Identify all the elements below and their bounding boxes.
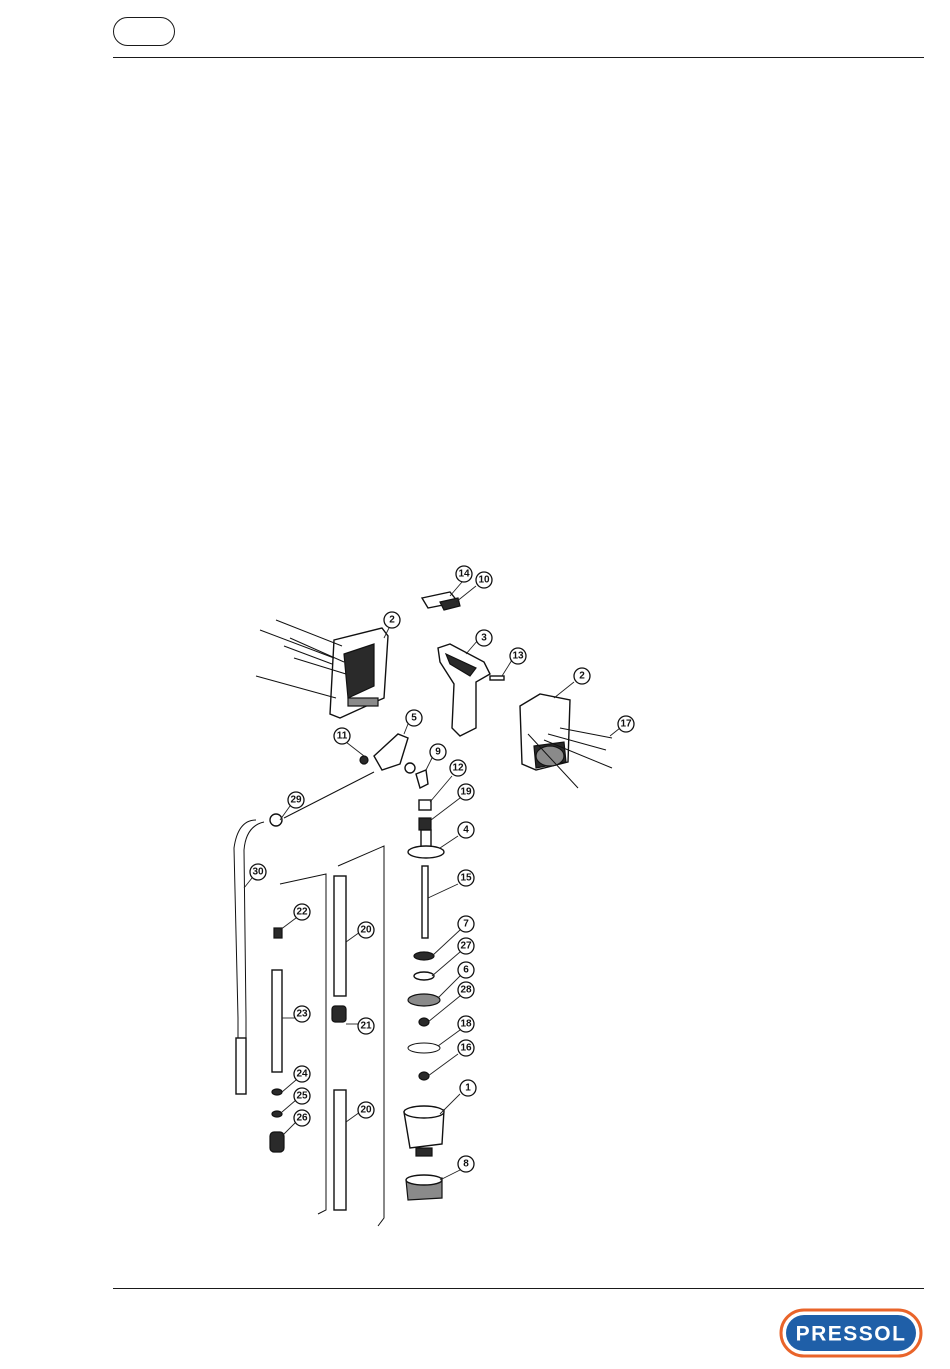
svg-text:29: 29	[290, 795, 302, 806]
callout-29: 29	[288, 792, 304, 808]
svg-text:18: 18	[460, 1019, 472, 1030]
callout-14: 14	[456, 566, 472, 582]
pressol-logo: PRESSOL	[779, 1308, 923, 1358]
callout-19: 19	[458, 784, 474, 800]
svg-text:19: 19	[460, 787, 472, 798]
callout-8: 8	[458, 1156, 474, 1172]
svg-text:13: 13	[512, 651, 524, 662]
svg-text:30: 30	[252, 867, 264, 878]
svg-text:24: 24	[296, 1069, 308, 1080]
callout-2b: 2	[574, 668, 590, 684]
callout-4: 4	[458, 822, 474, 838]
svg-text:4: 4	[463, 825, 469, 836]
svg-text:5: 5	[411, 713, 417, 724]
callout-22: 22	[294, 904, 310, 920]
svg-text:25: 25	[296, 1091, 308, 1102]
callout-17: 17	[618, 716, 634, 732]
callout-15: 15	[458, 870, 474, 886]
svg-text:3: 3	[481, 633, 487, 644]
callout-9: 9	[430, 744, 446, 760]
svg-text:10: 10	[478, 575, 490, 586]
svg-text:1: 1	[465, 1083, 471, 1094]
callout-18: 18	[458, 1016, 474, 1032]
svg-text:21: 21	[360, 1021, 372, 1032]
footer-rule	[113, 1288, 924, 1289]
exploded-parts-diagram: 1 2 2 3 4 5 6 7 8 9 10 11 12 13 14 15 16…	[214, 558, 648, 1232]
callout-24: 24	[294, 1066, 310, 1082]
callout-12: 12	[450, 760, 466, 776]
svg-text:12: 12	[452, 763, 464, 774]
svg-text:14: 14	[458, 569, 470, 580]
svg-text:8: 8	[463, 1159, 469, 1170]
callout-6: 6	[458, 962, 474, 978]
svg-text:2: 2	[579, 671, 585, 682]
logo-text: PRESSOL	[796, 1323, 907, 1346]
header-rule	[113, 57, 924, 58]
svg-text:20: 20	[360, 925, 372, 936]
svg-text:11: 11	[337, 731, 348, 742]
svg-text:16: 16	[460, 1043, 472, 1054]
callout-21: 21	[358, 1018, 374, 1034]
pump-parts-drawing	[234, 592, 612, 1226]
callout-20: 20	[358, 922, 374, 938]
svg-text:7: 7	[463, 919, 469, 930]
svg-text:15: 15	[460, 873, 472, 884]
callout-16: 16	[458, 1040, 474, 1056]
callout-5: 5	[406, 710, 422, 726]
callout-23: 23	[294, 1006, 310, 1022]
callout-3: 3	[476, 630, 492, 646]
language-badge	[113, 17, 175, 46]
callout-1: 1	[460, 1080, 476, 1096]
callout-30: 30	[250, 864, 266, 880]
callout-26: 26	[294, 1110, 310, 1126]
svg-text:2: 2	[389, 615, 395, 626]
svg-text:28: 28	[460, 985, 472, 996]
callout-10: 10	[476, 572, 492, 588]
svg-text:26: 26	[296, 1113, 308, 1124]
callout-11: 11	[334, 728, 350, 744]
callout-28: 28	[458, 982, 474, 998]
callout-13: 13	[510, 648, 526, 664]
svg-text:22: 22	[296, 907, 308, 918]
callout-2: 2	[384, 612, 400, 628]
callout-25: 25	[294, 1088, 310, 1104]
svg-text:17: 17	[620, 719, 632, 730]
svg-text:27: 27	[460, 941, 472, 952]
svg-text:23: 23	[296, 1009, 308, 1020]
svg-text:6: 6	[463, 965, 469, 976]
callout-20b: 20	[358, 1102, 374, 1118]
callout-7: 7	[458, 916, 474, 932]
callout-27: 27	[458, 938, 474, 954]
svg-text:20: 20	[360, 1105, 372, 1116]
svg-text:9: 9	[435, 747, 441, 758]
